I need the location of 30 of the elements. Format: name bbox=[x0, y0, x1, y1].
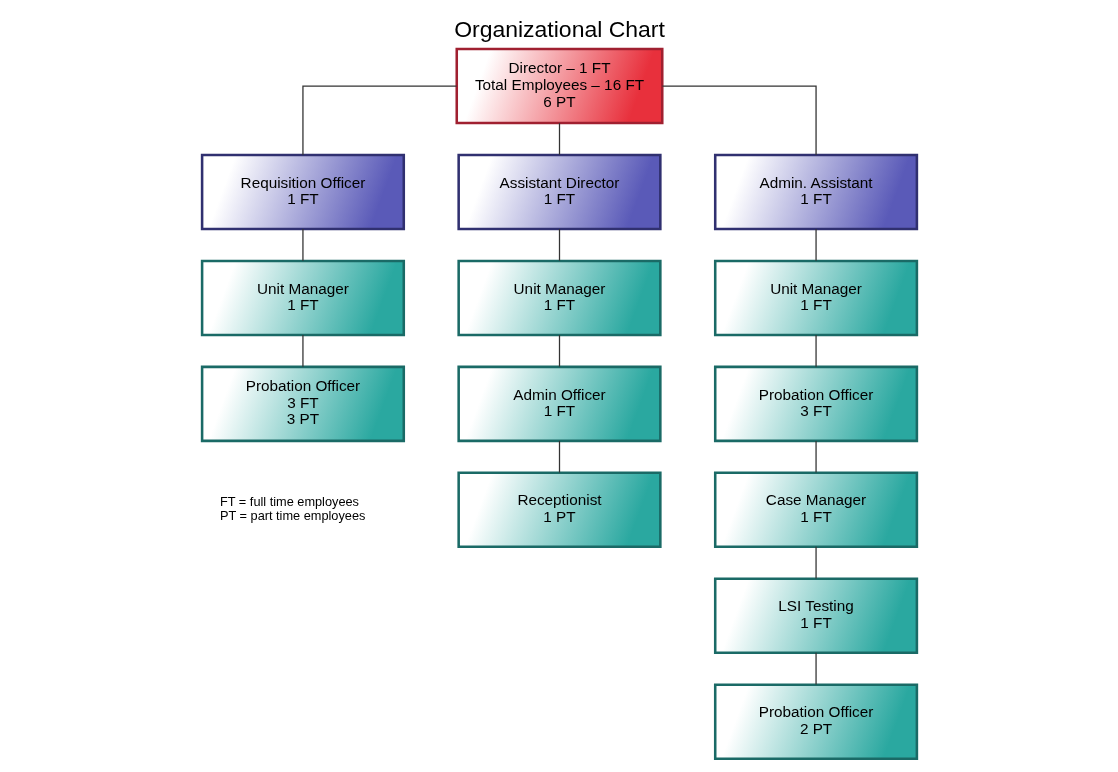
node-box: Receptionist 1 PT bbox=[456, 471, 662, 549]
connector bbox=[661, 85, 817, 156]
connector bbox=[558, 228, 560, 262]
node-box: Probation Officer 3 FT 3 PT bbox=[200, 365, 405, 443]
node-box: Probation Officer 2 PT bbox=[713, 683, 918, 760]
node-box: Assistant Director 1 FT bbox=[456, 153, 662, 231]
node-box: Probation Officer 3 FT bbox=[713, 365, 918, 443]
node-box: Case Manager 1 FT bbox=[713, 471, 918, 549]
node-box: LSI Testing 1 FT bbox=[713, 577, 918, 655]
node-box: Admin Officer 1 FT bbox=[456, 365, 662, 443]
connector bbox=[814, 228, 817, 262]
connector bbox=[558, 122, 560, 156]
node-box: Unit Manager 1 FT bbox=[713, 259, 918, 337]
connector bbox=[301, 85, 457, 156]
label: PT = part time employees bbox=[219, 508, 365, 524]
node-box: Admin. Assistant 1 FT bbox=[713, 153, 918, 231]
node-box: Requisition Officer 1 FT bbox=[200, 153, 405, 231]
connector bbox=[301, 228, 304, 262]
connector bbox=[814, 546, 817, 580]
diagram-title: Organizational Chart bbox=[453, 15, 665, 42]
connector bbox=[814, 440, 817, 474]
connector bbox=[814, 652, 817, 686]
node-box: Unit Manager 1 FT bbox=[456, 259, 662, 337]
node-box: Unit Manager 1 FT bbox=[200, 259, 405, 337]
label: FT = full time employees bbox=[219, 493, 359, 509]
node-box: Director – 1 FT Total Employees – 16 FT 6 PT bbox=[454, 47, 664, 125]
connector bbox=[814, 334, 817, 368]
connector bbox=[558, 334, 560, 368]
connector bbox=[558, 440, 560, 474]
connector bbox=[301, 334, 304, 368]
